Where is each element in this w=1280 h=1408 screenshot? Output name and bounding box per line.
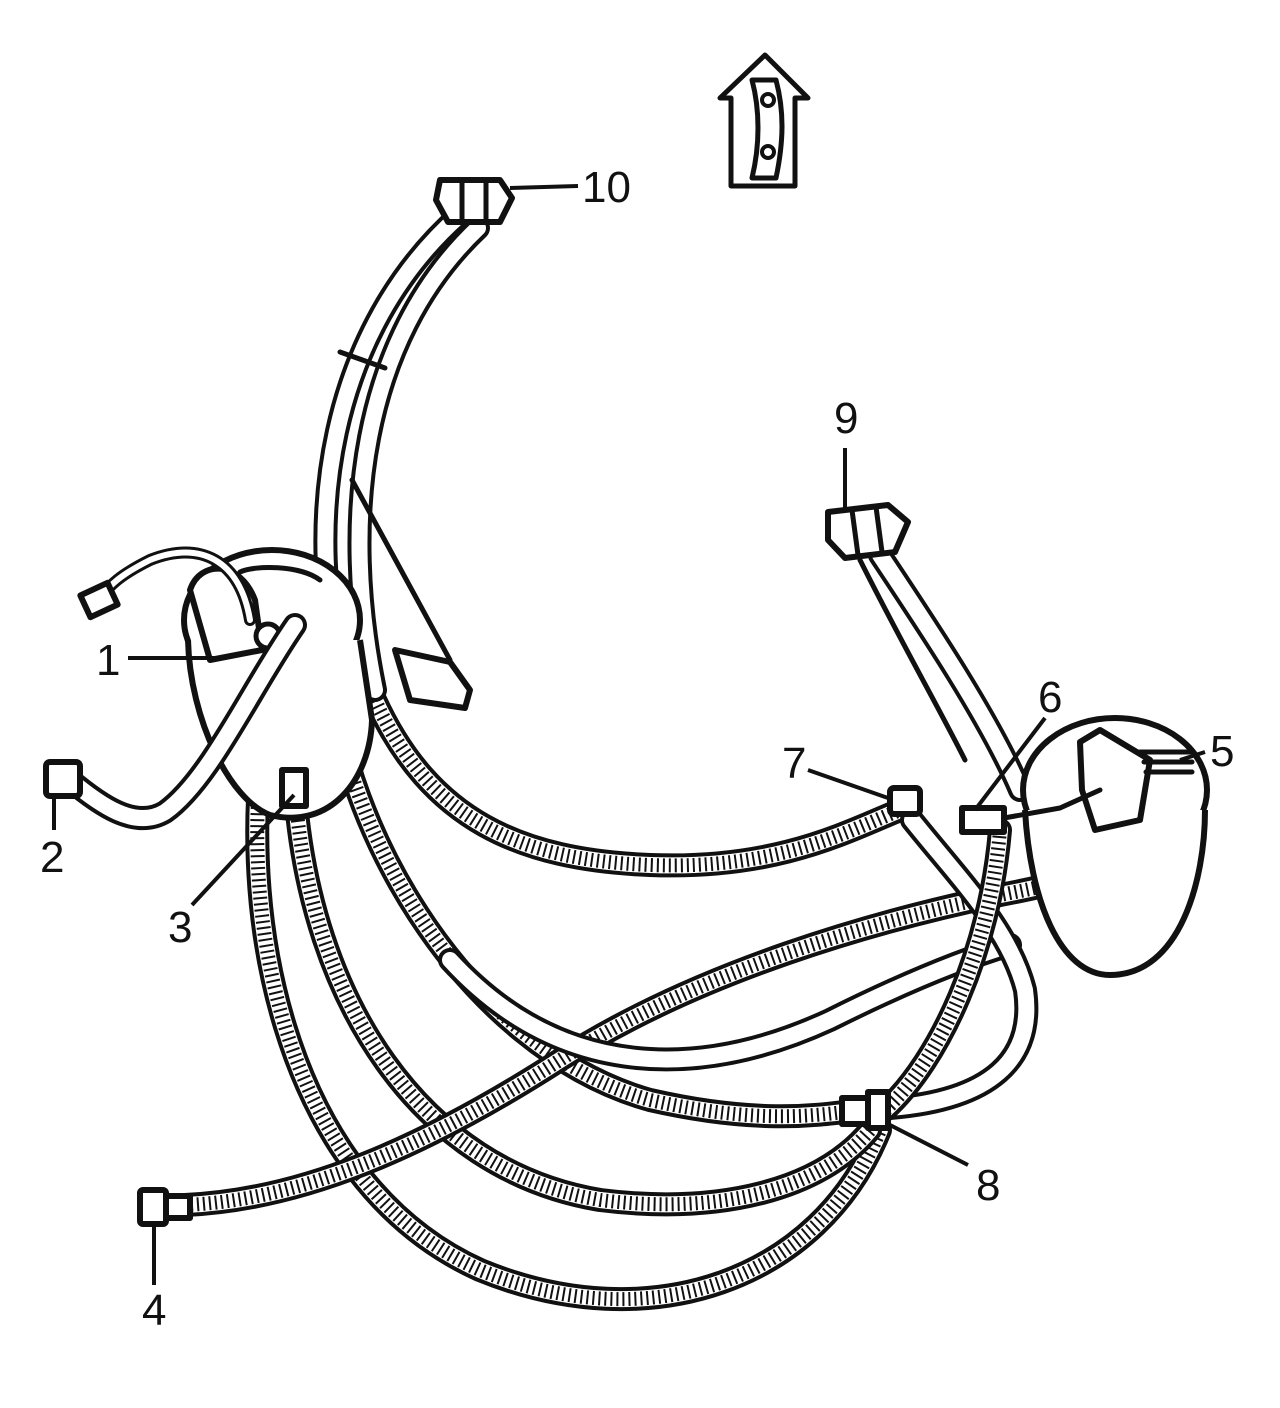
fuel-module-1 bbox=[181, 547, 473, 821]
connector-9 bbox=[825, 502, 911, 561]
fitting-7 bbox=[887, 785, 923, 817]
wire-sender-1 bbox=[77, 546, 256, 626]
callout-1: 1 bbox=[96, 636, 120, 685]
fitting-6 bbox=[959, 787, 1103, 835]
hose-7-to-8 bbox=[878, 808, 1039, 1120]
hose-outer-loop bbox=[245, 688, 892, 1311]
harness-9 bbox=[857, 543, 1032, 802]
callout-7: 7 bbox=[782, 739, 806, 788]
connector-10 bbox=[433, 177, 515, 225]
hose-mid-loop bbox=[283, 778, 882, 1217]
fitting-8 bbox=[839, 1089, 891, 1131]
callout-4: 4 bbox=[142, 1286, 166, 1335]
callout-3: 3 bbox=[168, 903, 192, 952]
hose-upper-crossover bbox=[363, 688, 917, 878]
leader-lines bbox=[52, 184, 1206, 1285]
hose-crossing-b bbox=[438, 933, 1022, 1072]
vehicle-forward-arrow-icon bbox=[717, 52, 811, 189]
hose-5-to-8 bbox=[873, 818, 1012, 1122]
connector-4 bbox=[137, 1187, 193, 1227]
hose-to-2 bbox=[58, 613, 307, 831]
callout-5: 5 bbox=[1210, 727, 1234, 776]
callout-8: 8 bbox=[976, 1161, 1000, 1210]
callout-10: 10 bbox=[582, 163, 631, 212]
fitting-3 bbox=[279, 767, 309, 809]
callout-9: 9 bbox=[834, 394, 858, 443]
callout-6: 6 bbox=[1038, 673, 1062, 722]
fuel-module-5 bbox=[1020, 715, 1210, 978]
connector-2 bbox=[43, 759, 83, 799]
callout-2: 2 bbox=[40, 833, 64, 882]
